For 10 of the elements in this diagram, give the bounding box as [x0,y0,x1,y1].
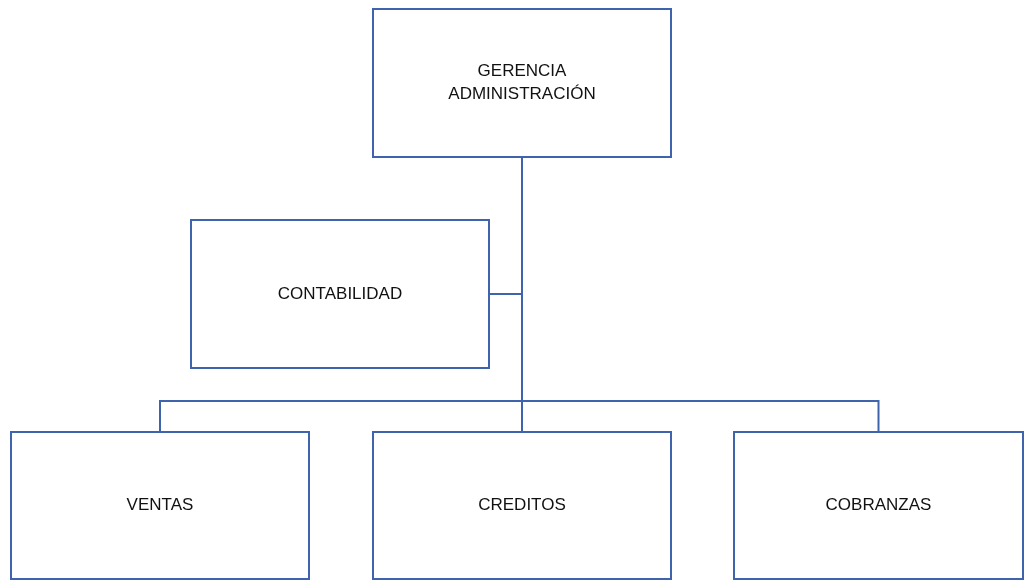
box-label: COBRANZAS [825,494,932,517]
box-label: GERENCIA ADMINISTRACIÓN [447,60,597,105]
org-box [10,431,310,580]
box-label: VENTAS [126,494,194,517]
box-label: CONTABILIDAD [277,282,403,305]
org-box [733,431,1024,580]
org-box [190,219,490,369]
org-box [372,431,672,580]
org-box [372,8,672,158]
box-label: CREDITOS [478,494,566,517]
